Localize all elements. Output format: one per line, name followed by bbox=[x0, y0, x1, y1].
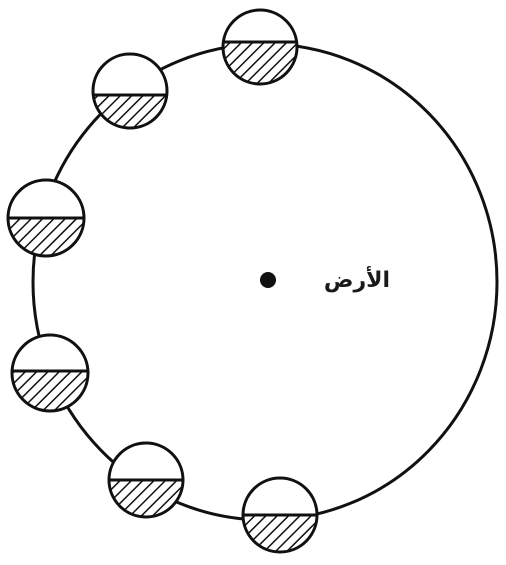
moon-shaded-half bbox=[12, 371, 88, 447]
moon-shaded-half bbox=[93, 95, 167, 169]
earth-label: الأرض bbox=[324, 265, 390, 293]
moon-phase-2 bbox=[93, 54, 167, 169]
moon-phase-5 bbox=[109, 443, 183, 554]
moon-phase-4 bbox=[12, 335, 88, 447]
moon-phase-6 bbox=[243, 478, 317, 565]
earth-dot bbox=[260, 272, 276, 288]
moon-phase-3 bbox=[8, 180, 84, 294]
moon-shaded-half bbox=[223, 42, 297, 116]
moon-phase-1 bbox=[223, 10, 297, 116]
